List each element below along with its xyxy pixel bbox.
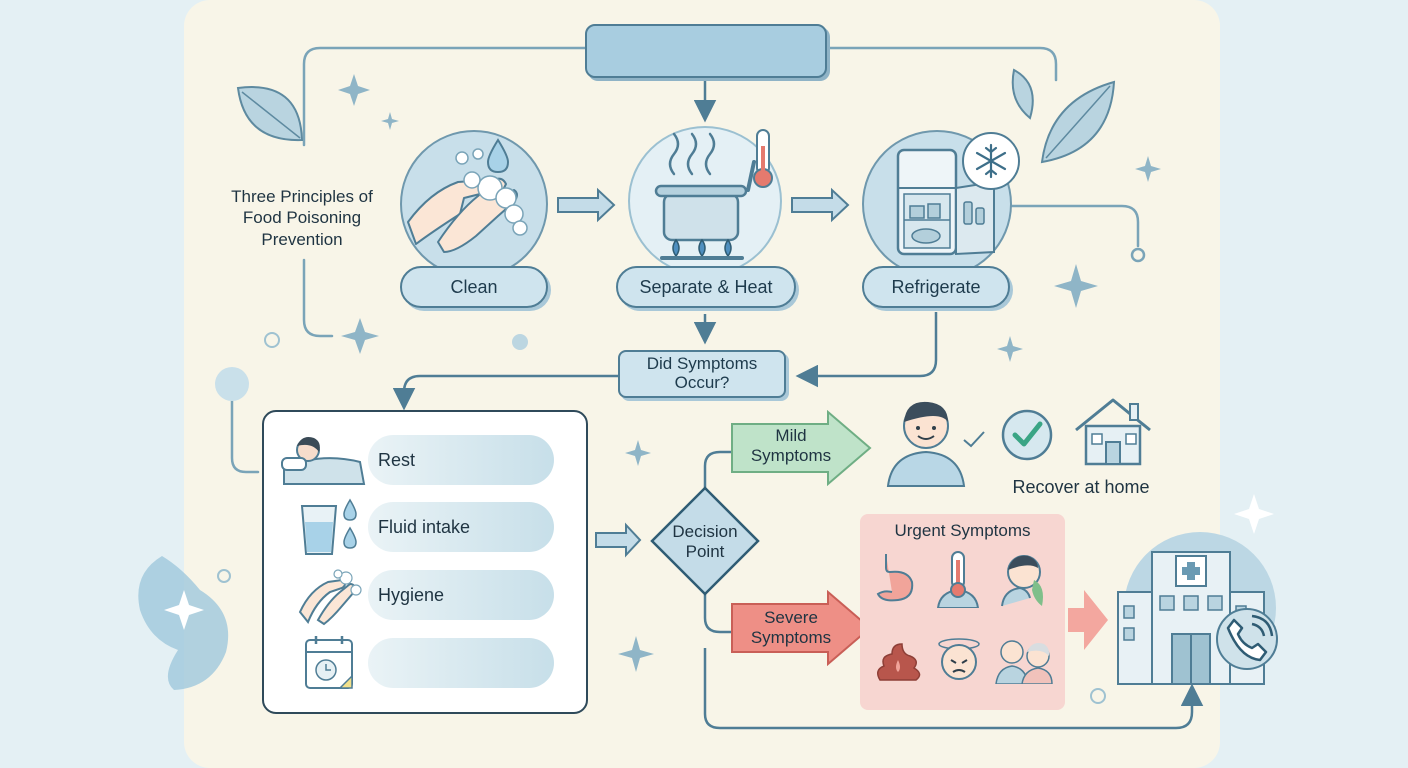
dizzy-person-icon [934,634,984,684]
top-right-loop-line [822,46,1058,82]
care-fluid-intake[interactable]: Fluid intake [368,502,554,552]
smiling-person-icon [884,396,968,488]
to-hospital-line [703,648,1204,730]
mild-label: Mild Symptoms [750,426,832,465]
severe-arrow[interactable]: Severe Symptoms [730,590,872,666]
clean-illustration [400,130,548,278]
care-hygiene-label: Hygiene [378,584,445,605]
clean-to-heat-arrow [557,187,616,223]
left-loop-line [302,258,334,338]
right-loop-line [1003,204,1140,248]
water-glass-icon [296,498,366,558]
care-fluid-label: Fluid intake [378,516,471,537]
side-feed-line [230,398,260,474]
care-hygiene[interactable]: Hygiene [368,570,554,620]
principle-separate-heat[interactable]: Separate & Heat [616,266,796,308]
thermometer-icon [750,128,776,190]
elderly-people-icon [994,634,1054,685]
diarrhea-icon [874,640,922,682]
urgent-symptoms-title: Urgent Symptoms [894,521,1031,540]
care-to-decision-arrow [595,522,642,558]
question-box[interactable]: Did Symptoms Occur? [618,350,786,398]
stomach-icon [872,550,920,606]
refrigerate-arrow [795,312,938,388]
principle-clean[interactable]: Clean [400,266,548,308]
care-rest-label: Rest [378,449,416,470]
calendar-icon [300,632,360,694]
small-check-icon [962,430,986,450]
heat-to-fridge-arrow [791,187,850,223]
snowflake-icon [962,132,1020,190]
decision-label: Decision Point [672,522,738,561]
to-severe-line [703,592,736,634]
decision-diamond[interactable]: Decision Point [650,486,760,596]
fever-thermometer-icon [936,550,980,609]
loop-end-dot [1130,247,1146,263]
recover-at-home-label: Recover at home [1012,477,1150,497]
refrigerate-illustration [862,130,1012,278]
care-rest[interactable]: Rest [368,435,554,485]
care-schedule[interactable] [368,638,554,688]
title-box [585,24,827,78]
check-circle-icon [1000,408,1054,462]
sleeping-person-icon [280,428,366,488]
severe-label: Severe Symptoms [750,608,832,647]
question-to-care-arrow [392,374,618,411]
phone-icon [1212,604,1282,674]
principle-refrigerate[interactable]: Refrigerate [862,266,1010,308]
page-title: Three Principles of Food Poisoning Preve… [231,187,373,249]
to-mild-line [703,450,736,490]
mild-arrow[interactable]: Mild Symptoms [730,410,872,486]
vomiting-person-icon [998,550,1054,608]
urgent-to-hospital-arrow [1068,590,1108,650]
home-icon [1072,396,1154,466]
handwashing-icon [296,566,366,626]
top-left-loop-line [302,46,587,147]
